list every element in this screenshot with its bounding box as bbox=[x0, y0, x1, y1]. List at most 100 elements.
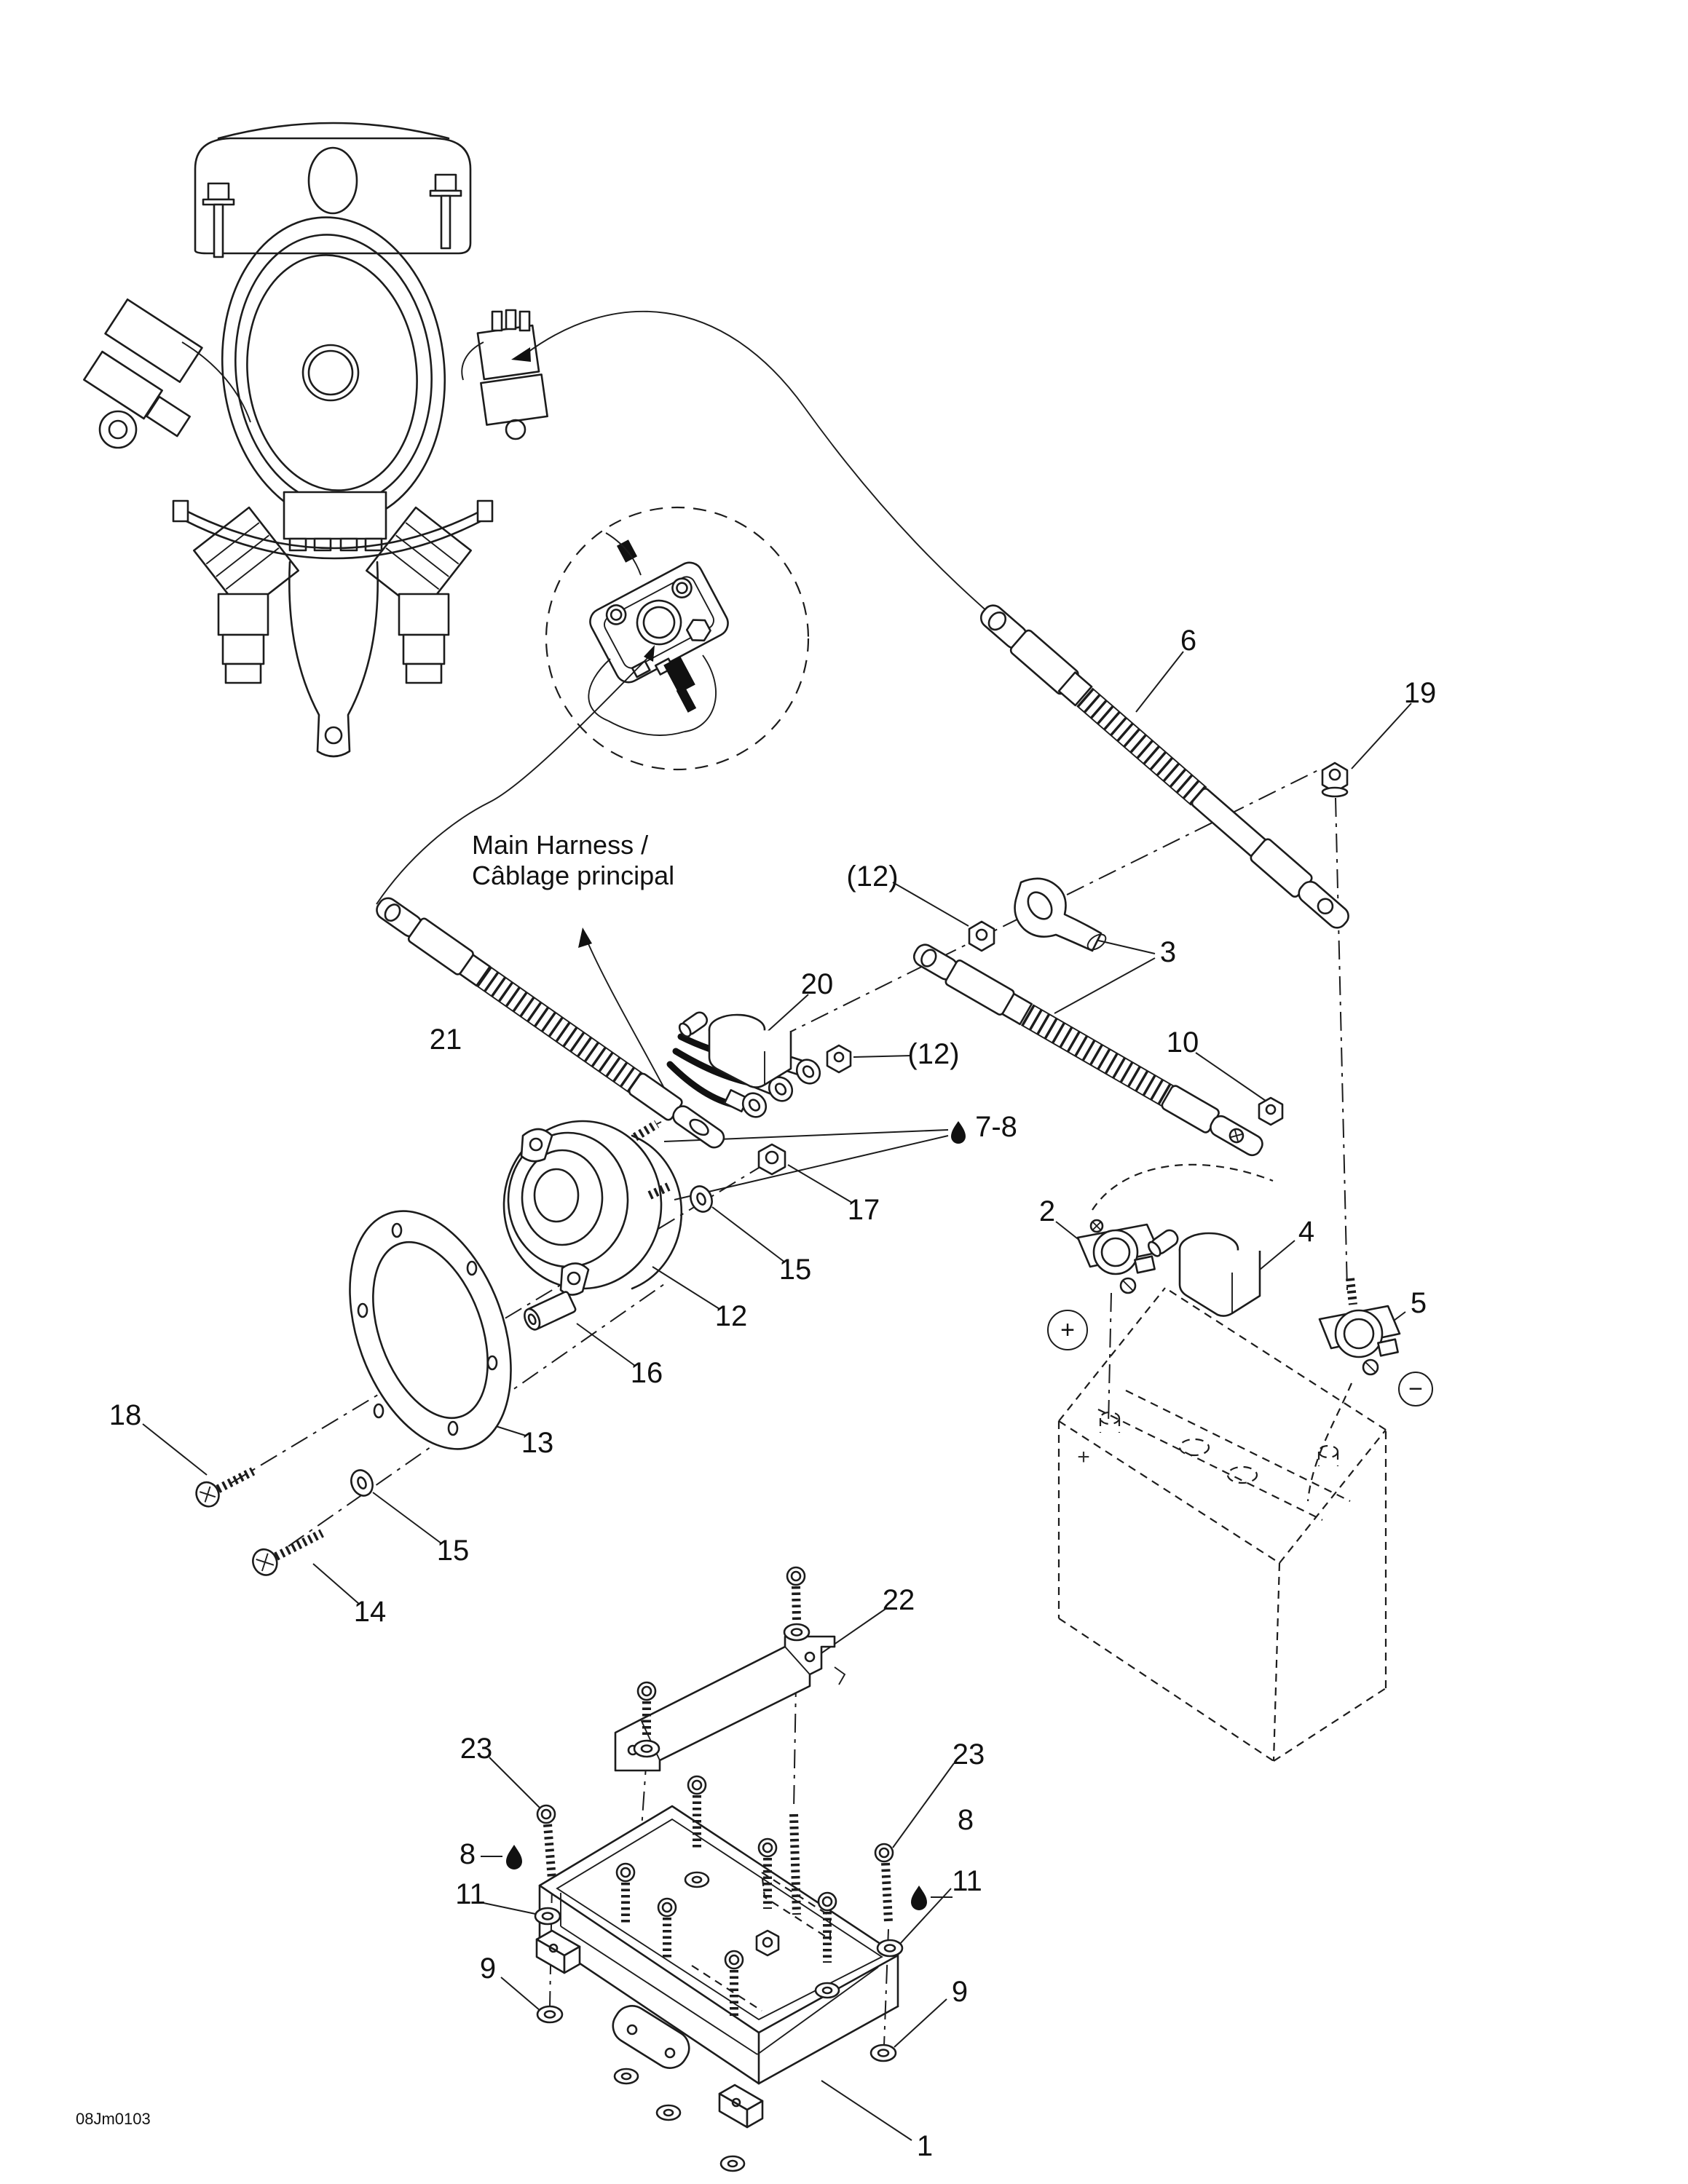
mounting-flange-13 bbox=[349, 1210, 512, 1450]
battery bbox=[1057, 1287, 1387, 1762]
part-callout-4: 4 bbox=[1298, 1216, 1315, 1248]
washer bbox=[719, 2155, 746, 2172]
washer-9-left bbox=[536, 2005, 564, 2024]
part-callout-12a: (12) bbox=[846, 860, 899, 893]
battery-terminal-clamp-negative bbox=[1318, 1278, 1401, 1376]
main-harness-note: Main Harness / Câblage principal bbox=[472, 830, 674, 892]
leader-curves bbox=[376, 310, 990, 1094]
drawing-code: 08Jm0103 bbox=[76, 2110, 151, 2128]
battery-top-plus: + bbox=[1077, 1445, 1090, 1469]
washer bbox=[633, 1739, 660, 1758]
loctite-drop-8-left bbox=[506, 1845, 522, 1870]
carburetor-cluster bbox=[83, 298, 251, 449]
part-callout-15a: 15 bbox=[778, 1254, 812, 1286]
electrical-bracket bbox=[461, 309, 548, 440]
bolt bbox=[757, 1837, 778, 1909]
loctite-drop-7-8 bbox=[951, 1121, 966, 1144]
holddown-bracket-22 bbox=[614, 1635, 846, 1772]
part-callout-2: 2 bbox=[1038, 1195, 1056, 1227]
engine-sump bbox=[288, 561, 379, 758]
bolt bbox=[817, 1891, 837, 1963]
washer-11-left bbox=[534, 1907, 561, 1926]
engine-mount-bolt-left bbox=[202, 182, 235, 258]
washer bbox=[783, 1623, 811, 1642]
loctite-drop-8-right bbox=[911, 1886, 927, 1910]
part-callout-13: 13 bbox=[521, 1427, 554, 1459]
spacer-16 bbox=[524, 1291, 577, 1331]
part-callout-19: 19 bbox=[1403, 677, 1437, 709]
part-callout-8R: 8 bbox=[957, 1804, 974, 1836]
part-callout-3: 3 bbox=[1159, 936, 1177, 968]
main-harness-note-line2: Câblage principal bbox=[472, 860, 675, 891]
washer-9-right bbox=[869, 2043, 897, 2062]
bolt bbox=[724, 1950, 744, 2018]
part-callout-17: 17 bbox=[847, 1194, 880, 1226]
battery-tray-1 bbox=[535, 1805, 899, 2129]
tray-foot-front bbox=[718, 2084, 764, 2129]
nut-17 bbox=[757, 1143, 786, 1176]
bolt bbox=[687, 1775, 707, 1849]
bolt bbox=[615, 1862, 636, 1925]
battery-cable-6 bbox=[979, 604, 1349, 929]
ring-terminal bbox=[751, 1072, 794, 1102]
battery-terminal-clamp-positive bbox=[1076, 1219, 1161, 1294]
float-bowl-left bbox=[217, 593, 269, 684]
part-callout-15b: 15 bbox=[436, 1535, 470, 1567]
part-callout-1: 1 bbox=[916, 2130, 934, 2162]
flywheel-cover bbox=[221, 216, 446, 523]
part-callout-11R: 11 bbox=[952, 1865, 982, 1897]
washer bbox=[613, 2068, 639, 2085]
part-callout-7-8: 7-8 bbox=[975, 1111, 1017, 1143]
bolt-23-right bbox=[874, 1843, 894, 1923]
part-callout-16: 16 bbox=[630, 1357, 663, 1389]
negative-symbol: − bbox=[1398, 1372, 1433, 1406]
terminal-boot-4 bbox=[1147, 1229, 1261, 1317]
terminal-boot-20 bbox=[678, 1011, 792, 1088]
screw-14 bbox=[252, 1529, 324, 1576]
tray-bracket bbox=[612, 2005, 690, 2069]
part-callout-18: 18 bbox=[109, 1399, 142, 1431]
part-callout-9R: 9 bbox=[951, 1976, 969, 2008]
starter-solenoid bbox=[589, 561, 729, 684]
part-callout-5: 5 bbox=[1410, 1287, 1427, 1319]
nut-12-lower bbox=[826, 1044, 852, 1074]
starter-stud-upper bbox=[632, 1120, 662, 1142]
screw-18 bbox=[195, 1467, 256, 1508]
bolt bbox=[636, 1681, 657, 1738]
bolt-23-left bbox=[536, 1804, 556, 1880]
tray-fasteners bbox=[534, 1566, 904, 2172]
main-harness-note-line1: Main Harness / bbox=[472, 830, 649, 860]
part-callout-21: 21 bbox=[429, 1024, 462, 1056]
terminal-boot-3 bbox=[1014, 877, 1107, 952]
washer bbox=[655, 2104, 682, 2121]
nut-12-upper bbox=[968, 920, 995, 952]
float-bowl-right bbox=[398, 593, 450, 684]
part-callout-20: 20 bbox=[800, 968, 834, 1000]
part-callout-22: 22 bbox=[882, 1584, 915, 1616]
part-callout-8L: 8 bbox=[459, 1838, 476, 1870]
engine-assembly bbox=[83, 122, 548, 758]
engine-mount-bolt-right bbox=[429, 173, 462, 250]
tray-foot-left bbox=[535, 1929, 581, 1974]
washer-15b bbox=[350, 1469, 374, 1497]
part-callout-23L: 23 bbox=[460, 1733, 493, 1765]
part-callout-6: 6 bbox=[1180, 625, 1197, 657]
part-callout-11L: 11 bbox=[455, 1878, 486, 1910]
washer-15a bbox=[690, 1185, 713, 1213]
hex-nut bbox=[755, 1929, 780, 1957]
nut-19 bbox=[1321, 761, 1349, 798]
bolt bbox=[657, 1897, 677, 1958]
starter-cable-3 bbox=[912, 943, 1263, 1157]
detail-inset-circle bbox=[545, 506, 810, 771]
washer bbox=[814, 1982, 840, 1999]
nut-10 bbox=[1258, 1096, 1284, 1126]
part-callout-9L: 9 bbox=[479, 1952, 497, 1985]
positive-symbol: + bbox=[1047, 1310, 1088, 1350]
part-callout-12b: (12) bbox=[907, 1038, 960, 1070]
ring-terminal bbox=[723, 1089, 768, 1118]
washer bbox=[684, 1871, 710, 1888]
part-callout-10: 10 bbox=[1166, 1026, 1199, 1059]
part-callout-14: 14 bbox=[353, 1596, 387, 1628]
